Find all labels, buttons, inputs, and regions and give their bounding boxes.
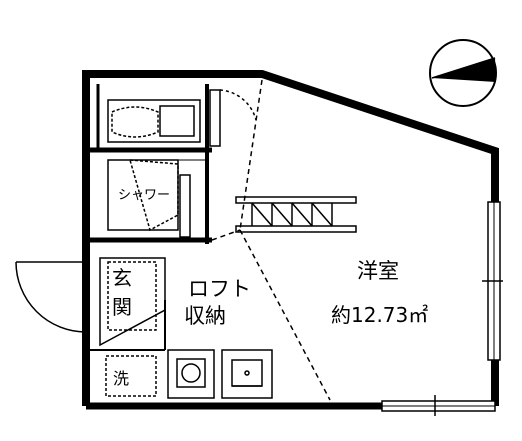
loft-storage-label-line1: ロフト xyxy=(188,277,251,301)
laundry-space xyxy=(105,355,157,397)
western-room-area: 約12.73㎡ xyxy=(331,303,428,327)
loft-storage-label-line2: 収納 xyxy=(184,304,226,328)
shower-label: シャワー xyxy=(118,188,170,203)
western-room-label: 洋室 xyxy=(357,259,399,283)
right-window xyxy=(482,201,503,361)
toilet-icon xyxy=(107,99,201,143)
shower-booth xyxy=(107,159,205,238)
bottom-window xyxy=(381,395,496,416)
loft-ladder xyxy=(235,196,357,233)
entrance-label-line1: 玄 xyxy=(112,266,132,290)
sink-icon xyxy=(221,349,273,399)
north-arrow-icon xyxy=(429,39,497,107)
toilet-door xyxy=(209,89,257,147)
loft-outline xyxy=(211,79,331,401)
entrance-door xyxy=(15,261,87,333)
stove-icon xyxy=(167,349,215,399)
entrance-label-line2: 関 xyxy=(112,295,132,319)
entrance-shoe-box xyxy=(99,257,166,347)
interior-walls xyxy=(86,84,212,351)
laundry-label: 洗 xyxy=(113,369,129,388)
